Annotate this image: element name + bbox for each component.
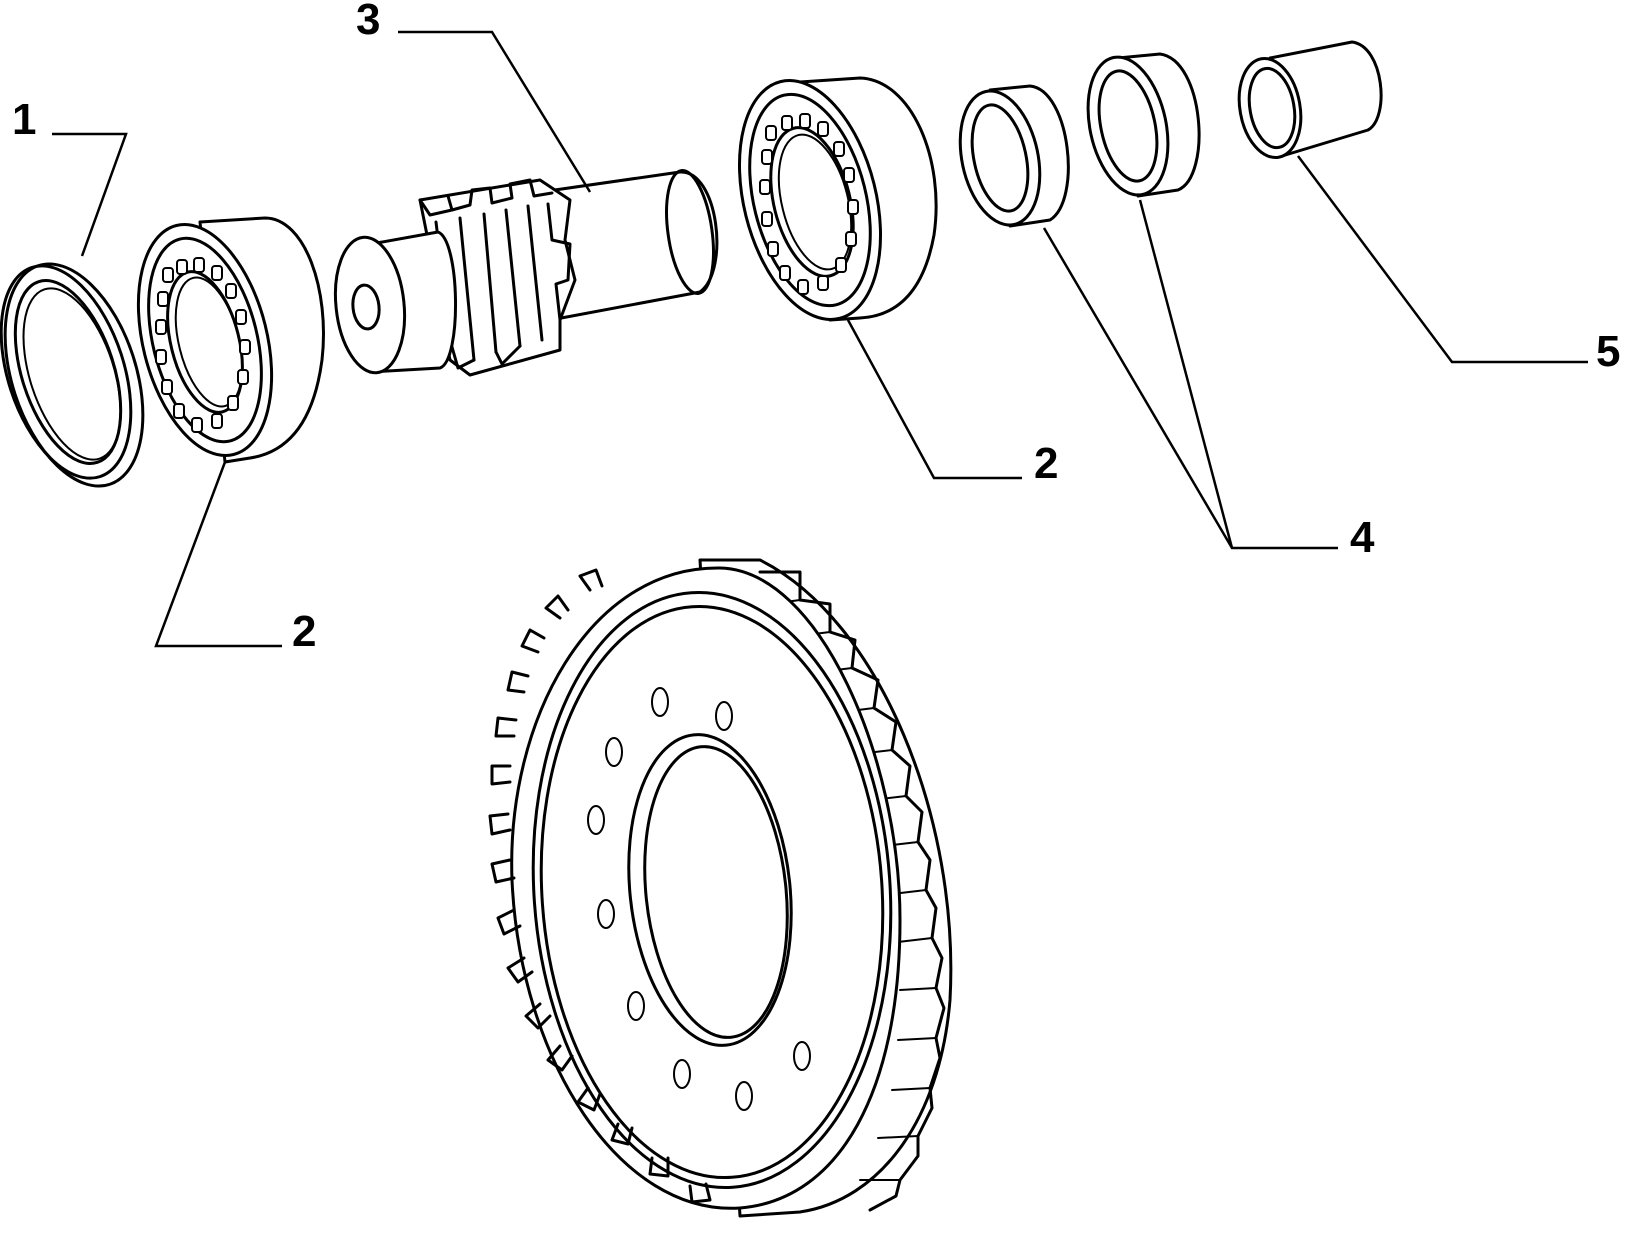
part-2-bearing-left [136,216,325,464]
callout-2-left: 2 [292,607,316,656]
part-3-pinion-shaft [333,169,719,377]
part-2-bearing-right [737,76,938,322]
callout-1: 1 [12,95,36,144]
bearing-rollers-left [155,257,251,433]
part-1-seal-ring [0,262,145,488]
bearing-rollers-right [759,113,859,295]
part-5-bushing [1237,40,1383,160]
callout-4: 4 [1350,513,1375,562]
part-4-shim-b [1086,52,1201,198]
callout-2-right: 2 [1034,439,1058,488]
callout-labels: 1 2 3 2 4 5 [12,0,1620,656]
callout-3: 3 [356,0,380,44]
ring-gear-bolt-holes [587,687,811,1111]
part-4-shim-a [958,84,1070,228]
leader-lines [52,30,1588,648]
ring-gear-front-teeth [488,568,712,1204]
ring-gear [488,558,953,1218]
callout-5: 5 [1596,327,1620,376]
